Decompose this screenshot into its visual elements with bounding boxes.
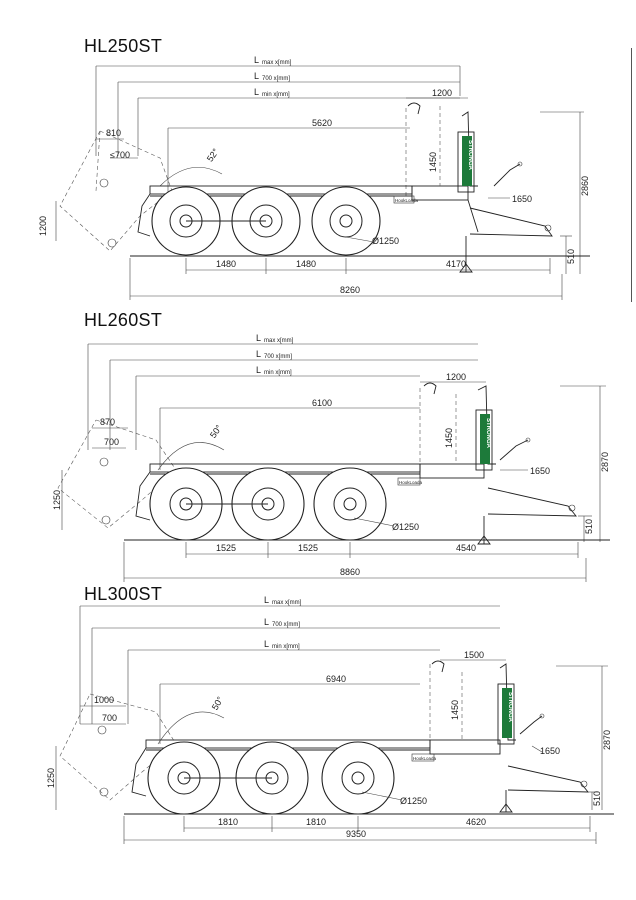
lmax-label: L xyxy=(264,595,269,605)
svg-text:700 x[mm]: 700 x[mm] xyxy=(264,354,292,360)
stronga-logo: STRONGA xyxy=(467,140,473,171)
axle-spacing-1: 1480 xyxy=(216,259,236,269)
stronga-logo: STRONGA xyxy=(507,692,513,723)
brand-logo: HookLoada xyxy=(395,198,419,203)
tilt-clearance-label: 700 xyxy=(104,437,119,447)
lmax-label: L xyxy=(254,55,259,65)
model-title: HL250ST xyxy=(84,36,163,56)
axle-spacing-2: 1810 xyxy=(306,817,326,827)
body-length-label: 5620 xyxy=(312,118,332,128)
total-length-label: 8860 xyxy=(340,567,360,577)
hitch-height-label: 510 xyxy=(584,519,594,534)
total-length-label: 9350 xyxy=(346,829,366,839)
drawbar-height-label: 1650 xyxy=(512,194,532,204)
drawing-panel-hl300st: HL300ST L max x[mm] L 700 x[mm] L min x[… xyxy=(0,584,636,874)
svg-text:max x[mm]: max x[mm] xyxy=(262,60,292,66)
tilt-length-label: 1000 xyxy=(94,695,114,705)
tilt-length-label: 870 xyxy=(100,417,115,427)
total-height-label: 2870 xyxy=(600,452,610,472)
wheel-3 xyxy=(313,467,387,541)
tilt-angle-label: 50° xyxy=(208,423,224,440)
svg-text:min x[mm]: min x[mm] xyxy=(264,370,292,376)
brand-logo: HookLoada xyxy=(399,480,423,485)
svg-text:max x[mm]: max x[mm] xyxy=(272,600,302,606)
svg-text:700 x[mm]: 700 x[mm] xyxy=(272,622,300,628)
svg-text:700 x[mm]: 700 x[mm] xyxy=(262,76,290,82)
rear-height-label: 1250 xyxy=(52,490,62,510)
hitch-height-label: 510 xyxy=(592,791,602,806)
technical-drawing: L max x[mm] L 700 x[mm] L min x[mm] 1200… xyxy=(38,55,590,300)
tilt-length-label: 810 xyxy=(106,128,121,138)
hitch-height-label: 510 xyxy=(566,249,576,264)
l700-label: L xyxy=(254,71,259,81)
lmin-label: L xyxy=(256,365,261,375)
wheel-3 xyxy=(311,186,381,256)
wheel-diameter-label: Ø1250 xyxy=(400,796,427,806)
axle-spacing-2: 1525 xyxy=(298,543,318,553)
model-title: HL260ST xyxy=(84,310,163,330)
technical-drawing: L max x[mm] L 700 x[mm] L min x[mm] 1200… xyxy=(52,333,610,582)
svg-text:max x[mm]: max x[mm] xyxy=(264,338,294,344)
axle-spacing-1: 1810 xyxy=(218,817,238,827)
l700-label: L xyxy=(264,617,269,627)
drawbar-height-label: 1650 xyxy=(540,746,560,756)
body-length-label: 6100 xyxy=(312,398,332,408)
axle-to-hitch: 4170 xyxy=(446,259,466,269)
total-height-label: 2870 xyxy=(602,730,612,750)
page-edge-rule xyxy=(631,48,632,302)
axle-to-hitch: 4540 xyxy=(456,543,476,553)
total-height-label: 2860 xyxy=(580,176,590,196)
wheel-3 xyxy=(321,741,395,815)
wheel-diameter-label: Ø1250 xyxy=(392,522,419,532)
drawbar-height-label: 1650 xyxy=(530,466,550,476)
hook-offset-label: 1200 xyxy=(446,372,466,382)
hook-offset-label: 1200 xyxy=(432,88,452,98)
lmin-label: L xyxy=(254,87,259,97)
hook-height-label: 1450 xyxy=(450,700,460,720)
technical-drawing: L max x[mm] L 700 x[mm] L min x[mm] 1500… xyxy=(46,595,614,844)
tilt-clearance-label: 700 xyxy=(102,713,117,723)
l700-label: L xyxy=(256,349,261,359)
stronga-logo: STRONGA xyxy=(485,418,491,449)
model-title: HL300ST xyxy=(84,584,163,604)
wheel-diameter-label: Ø1250 xyxy=(372,236,399,246)
axle-to-hitch: 4620 xyxy=(466,817,486,827)
drawing-panel-hl260st: HL260ST L max x[mm] L 700 x[mm] L min x[… xyxy=(0,310,636,600)
hook-height-label: 1450 xyxy=(428,152,438,172)
tilt-angle-label: 52° xyxy=(205,146,221,163)
svg-text:min x[mm]: min x[mm] xyxy=(272,644,300,650)
lmax-label: L xyxy=(256,333,261,343)
total-length-label: 8260 xyxy=(340,285,360,295)
drawing-panel-hl250st: HL250ST L max x[mm] L 700 x[mm] L min x[… xyxy=(0,36,636,326)
rear-height-label: 1200 xyxy=(38,216,48,236)
body-length-label: 6940 xyxy=(326,674,346,684)
lmin-label: L xyxy=(264,639,269,649)
axle-spacing-1: 1525 xyxy=(216,543,236,553)
hook-offset-label: 1500 xyxy=(464,650,484,660)
tilt-clearance-label: ≤700 xyxy=(110,150,130,160)
brand-logo: HookLoada xyxy=(413,756,437,761)
axle-spacing-2: 1480 xyxy=(296,259,316,269)
hook-height-label: 1450 xyxy=(444,428,454,448)
svg-text:min x[mm]: min x[mm] xyxy=(262,92,290,98)
tilt-angle-label: 50° xyxy=(210,695,226,712)
rear-height-label: 1250 xyxy=(46,768,56,788)
